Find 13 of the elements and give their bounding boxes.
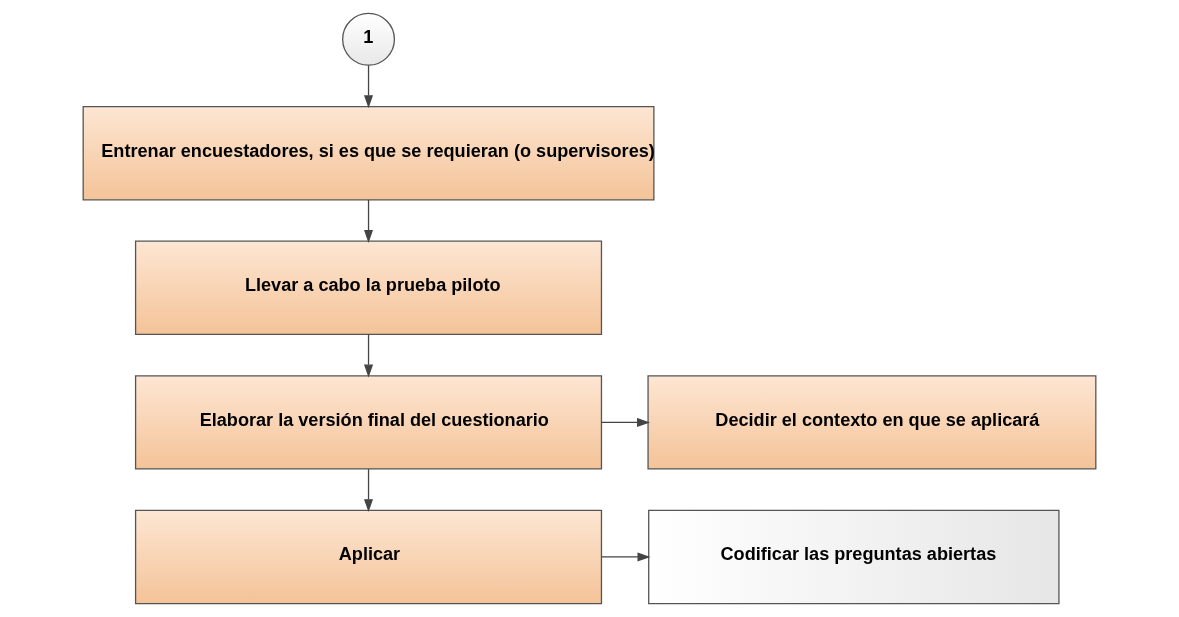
node-circle: 1: [342, 12, 396, 66]
arrow: [364, 468, 374, 513]
node-box: Codificar las preguntas abiertas: [648, 509, 1060, 605]
node-box: Aplicar: [134, 509, 603, 605]
node-box: Elaborar la versión final del cuestionario: [134, 375, 603, 470]
node-box: Entrenar encuestadores, si es que se requieran (o supervisores): [82, 105, 655, 201]
arrow: [600, 417, 650, 427]
arrow: [364, 333, 374, 378]
arrow: [364, 64, 374, 109]
node-box: Llevar a cabo la prueba piloto: [134, 240, 603, 336]
arrow: [364, 199, 374, 243]
arrow: [601, 552, 651, 562]
node-box: Decidir el contexto en que se aplicará: [647, 375, 1097, 470]
